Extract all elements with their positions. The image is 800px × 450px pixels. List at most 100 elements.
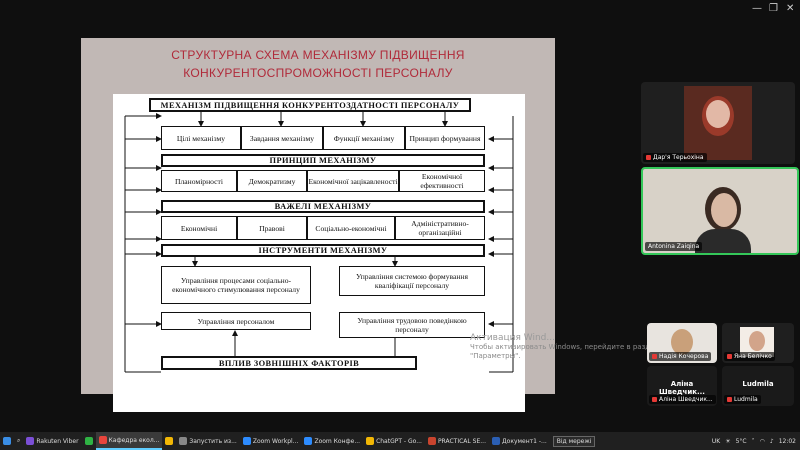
weather-icon[interactable]: ☀ [725, 437, 731, 445]
participant-name-bar: Ludmila [724, 395, 761, 404]
principle-efficiency: Економічної ефективності [399, 170, 485, 192]
activation-line1: Активация Wind... [470, 333, 555, 343]
lever-administrative: Адміністративно-організаційні [395, 216, 485, 240]
video-tile-ludmila[interactable]: Ludmila Ludmila [722, 366, 794, 406]
powerpoint-icon [427, 437, 436, 445]
zoom-icon [242, 437, 251, 445]
system-tray: UK ☀ 5°C ˄ ◠ ♪ 12:02 [712, 432, 796, 450]
zoom-icon [304, 437, 313, 445]
mic-muted-icon [727, 354, 732, 359]
mic-muted-icon [652, 397, 657, 402]
volume-icon[interactable]: ♪ [769, 437, 774, 445]
taskbar-item-run[interactable]: Запустить из... [176, 432, 239, 450]
close-icon[interactable]: ✕ [786, 3, 795, 14]
video-tile-darya[interactable]: Дар'я Терьохіна [641, 82, 795, 164]
lever-economic: Економічні [161, 216, 237, 240]
viber-icon [26, 437, 35, 445]
instruments-title-box: ІНСТРУМЕНТИ МЕХАНІЗМУ [161, 244, 485, 257]
shared-slide: СТРУКТУРНА СХЕМА МЕХАНІЗМУ ПІДВИЩЕННЯ КО… [81, 38, 555, 412]
video-tile-yana[interactable]: Яна Белічко [722, 323, 794, 363]
taskbar-item-zoom-conf[interactable]: Zoom Конфе... [301, 432, 363, 450]
goals-box: Цілі механізму [161, 126, 241, 150]
functions-box: Функції механізму [323, 126, 405, 150]
video-tile-alina[interactable]: Аліна Шведчик... Аліна Шведчик... [647, 366, 717, 406]
participant-name-bar: Аліна Шведчик... [649, 395, 716, 404]
taskbar-item-document[interactable]: Документ1 -... [489, 432, 550, 450]
principle-interest: Економічної зацікавленості [307, 170, 399, 192]
taskbar-label: Кафедра екол... [108, 436, 160, 444]
participant-name: Ludmila [734, 396, 758, 403]
chevron-up-icon[interactable]: ˄ [751, 437, 755, 445]
app-icon [179, 437, 188, 445]
network-tooltip: Від мережі [550, 432, 599, 450]
principle-title-box: ПРИНЦИП МЕХАНІЗМУ [161, 154, 485, 167]
video-tile-antonina[interactable]: Antonina Zaiqina [641, 167, 799, 255]
participant-name-bar: Дар'я Терьохіна [643, 153, 707, 162]
search-icon: ⌕ [17, 437, 21, 444]
slide-title-line2: КОНКУРЕНТОСПРОМОЖНОСТІ ПЕРСОНАЛУ [183, 66, 453, 80]
diagram-arrows [124, 110, 514, 373]
taskbar-item-browser[interactable]: Кафедра екол... [95, 432, 163, 450]
taskbar-item-viber[interactable]: Rakuten Viber [23, 432, 81, 450]
levers-title-box: ВАЖЕЛІ МЕХАНІЗМУ [161, 200, 485, 213]
search-button[interactable]: ⌕ [14, 432, 23, 450]
word-icon [491, 437, 500, 445]
mic-muted-icon [646, 155, 651, 160]
participant-name: Antonina Zaiqina [648, 243, 700, 250]
mechanism-diagram: МЕХАНІЗМ ПІДВИЩЕННЯ КОНКУРЕНТОЗДАТНОСТІ … [113, 94, 525, 412]
lever-legal: Правові [237, 216, 307, 240]
restore-icon[interactable]: ❐ [769, 3, 778, 14]
temperature: 5°C [735, 437, 747, 445]
taskbar-label: Запустить из... [189, 437, 237, 445]
participant-name-bar: Antonina Zaiqina [645, 242, 703, 251]
minimize-icon[interactable]: — [752, 3, 762, 14]
video-tile-nadia[interactable]: Надія Кочерова [647, 323, 717, 363]
formation-principle-box: Принцип формування [405, 126, 485, 150]
mic-muted-icon [727, 397, 732, 402]
instrument-personnel: Управління персоналом [161, 312, 311, 330]
instrument-qualification: Управління системою формування кваліфіка… [339, 266, 485, 296]
activation-watermark: Активация Wind... Чтобы активировать Win… [470, 334, 659, 361]
participant-big-name: Ludmila [742, 380, 774, 388]
tasks-box: Завдання механізму [241, 126, 323, 150]
mic-muted-icon [652, 354, 657, 359]
start-button[interactable] [0, 432, 14, 450]
participant-name: Яна Белічко [734, 353, 772, 360]
windows-icon [3, 437, 11, 445]
activation-line3: "Параметры". [470, 352, 521, 360]
taskbar-item-practical[interactable]: PRACTICAL SE... [425, 432, 489, 450]
principle-planning: Планомірності [161, 170, 237, 192]
wifi-icon[interactable]: ◠ [759, 437, 765, 445]
browser-icon [98, 436, 107, 444]
taskbar-label: Rakuten Viber [36, 437, 79, 445]
taskbar-label: Zoom Workpl... [252, 437, 299, 445]
slide-title-line1: СТРУКТУРНА СХЕМА МЕХАНІЗМУ ПІДВИЩЕННЯ [171, 48, 465, 62]
principle-democracy: Демократизму [237, 170, 307, 192]
tooltip-text: Від мережі [552, 435, 596, 447]
participant-name-bar: Надія Кочерова [649, 352, 712, 361]
taskbar: ⌕ Rakuten Viber Кафедра екол... Запустит… [0, 432, 800, 450]
lever-socioeconomic: Соціально-економічні [307, 216, 395, 240]
taskbar-label: ChatGPT - Go... [376, 437, 422, 445]
taskbar-label: PRACTICAL SE... [437, 437, 486, 445]
participant-big-name: Аліна Шведчик... [659, 380, 705, 396]
taskbar-item-chrome[interactable] [162, 432, 176, 450]
participant-name-bar: Яна Белічко [724, 352, 775, 361]
participant-name: Аліна Шведчик... [659, 396, 713, 403]
chrome-icon [366, 437, 375, 445]
participant-video [643, 169, 797, 253]
app-icon [84, 437, 93, 445]
language-indicator[interactable]: UK [711, 437, 721, 445]
chrome-icon [165, 437, 174, 445]
taskbar-item-apps[interactable] [82, 432, 96, 450]
mechanism-title-box: МЕХАНІЗМ ПІДВИЩЕННЯ КОНКУРЕНТОЗДАТНОСТІ … [149, 98, 471, 112]
taskbar-label: Zoom Конфе... [314, 437, 361, 445]
instrument-behavior: Управління трудовою поведінкою персоналу [339, 312, 485, 338]
clock[interactable]: 12:02 [778, 437, 796, 445]
taskbar-item-zoom-workplace[interactable]: Zoom Workpl... [240, 432, 302, 450]
external-factors-box: ВПЛИВ ЗОВНІШНІХ ФАКТОРІВ [161, 356, 417, 370]
activation-line2: Чтобы активировать Windows, перейдите в … [470, 343, 659, 351]
taskbar-label: Документ1 -... [501, 437, 547, 445]
participant-video [684, 86, 752, 160]
taskbar-item-chatgpt[interactable]: ChatGPT - Go... [363, 432, 425, 450]
